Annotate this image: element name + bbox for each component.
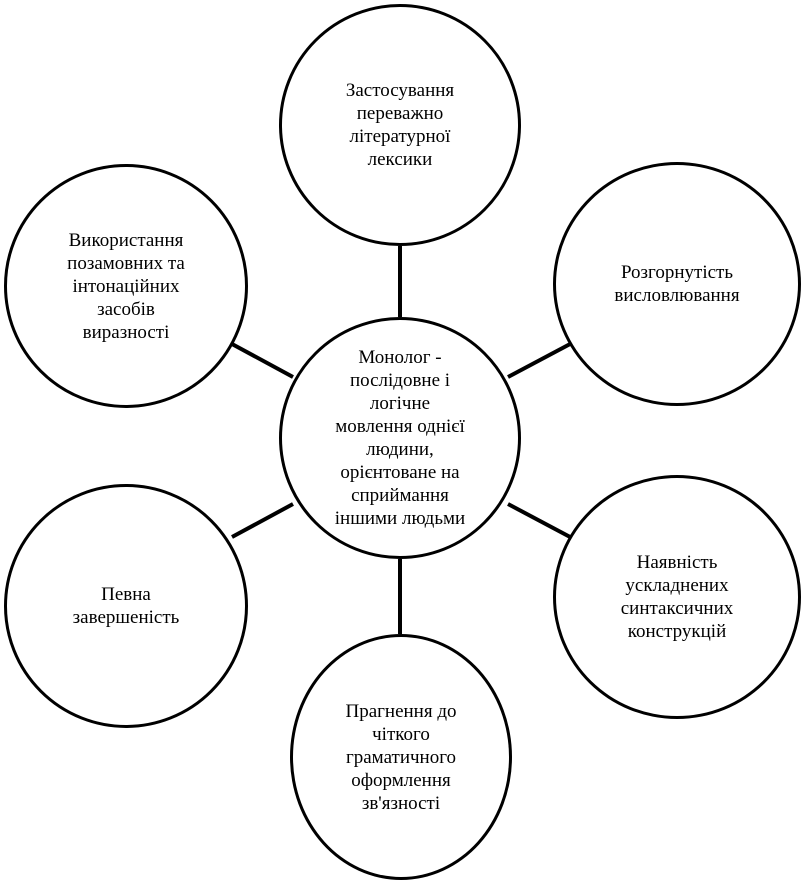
node-label: Певна завершеність — [72, 584, 180, 628]
node-label: Використання позамовних та інтонаційних … — [67, 229, 185, 343]
node-label: Прагнення до чіткого граматичного оформл… — [345, 700, 457, 814]
node-label: Розгорнутість висловлювання — [614, 262, 740, 306]
connector-top-left — [231, 342, 294, 379]
connector-top-right — [507, 341, 573, 379]
connector-bottom-left — [231, 502, 294, 539]
node-extralinguistic-means: Використання позамовних та інтонаційних … — [4, 164, 248, 408]
node-literary-vocabulary: Застосування переважно літературної лекс… — [279, 4, 521, 246]
node-completeness: Певна завершеність — [4, 484, 248, 728]
node-expanded-utterance: Розгорнутість висловлювання — [553, 162, 801, 406]
connector-bottom-right — [507, 502, 573, 540]
node-label: Наявність ускладнених синтаксичних конст… — [620, 552, 734, 642]
center-node-monologue: Монолог - послідовне і логічне мовлення … — [279, 317, 521, 559]
node-grammatical-coherence: Прагнення до чіткого граматичного оформл… — [290, 634, 512, 880]
node-complex-syntax: Наявність ускладнених синтаксичних конст… — [553, 475, 801, 719]
node-label: Застосування переважно літературної лекс… — [345, 80, 455, 170]
center-node-label: Монолог - послідовне і логічне мовлення … — [334, 347, 466, 529]
